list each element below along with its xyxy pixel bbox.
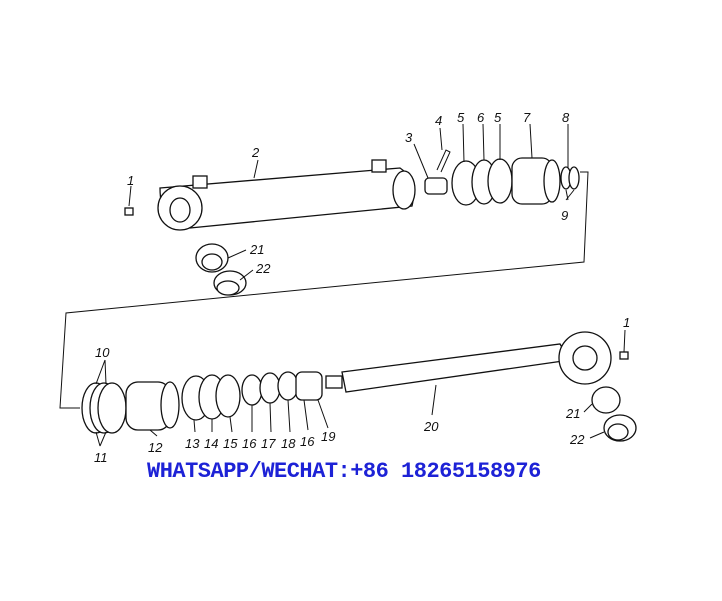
cotter-pin-4 bbox=[436, 149, 451, 173]
contact-watermark: WHATSAPP/WECHAT:+86 18265158976 bbox=[147, 459, 541, 484]
cylinder-barrel bbox=[157, 159, 416, 231]
callout-14: 14 bbox=[204, 436, 218, 451]
callout-20: 20 bbox=[423, 419, 439, 434]
rings-13-14-15 bbox=[181, 374, 241, 421]
bushing-22-bottom bbox=[603, 414, 637, 442]
bushing-22-top bbox=[213, 270, 247, 296]
callout-6: 6 bbox=[477, 110, 485, 125]
callout-15: 15 bbox=[223, 436, 238, 451]
callout-22: 22 bbox=[569, 432, 585, 447]
callout-4: 4 bbox=[435, 113, 442, 128]
callout-8: 8 bbox=[562, 110, 570, 125]
callout-5: 5 bbox=[457, 110, 465, 125]
callout-5: 5 bbox=[494, 110, 502, 125]
callout-16: 16 bbox=[300, 434, 315, 449]
callout-16: 16 bbox=[242, 436, 257, 451]
callout-21: 21 bbox=[565, 406, 580, 421]
gland-7 bbox=[511, 157, 561, 205]
callout-22: 22 bbox=[255, 261, 271, 276]
callout-2: 2 bbox=[251, 145, 260, 160]
bushing-21-top bbox=[195, 243, 229, 273]
rod-guide-3 bbox=[424, 177, 448, 195]
piston-12 bbox=[125, 381, 180, 431]
callout-10: 10 bbox=[95, 345, 110, 360]
callout-7: 7 bbox=[523, 110, 531, 125]
callout-21: 21 bbox=[249, 242, 264, 257]
seals-5-6-5 bbox=[451, 158, 513, 206]
callout-1: 1 bbox=[127, 173, 134, 188]
leader-lines bbox=[95, 123, 626, 447]
callout-18: 18 bbox=[281, 436, 296, 451]
seal-rings-10-11 bbox=[81, 382, 127, 434]
rings-16-17-18-16-19 bbox=[241, 371, 323, 406]
callout-17: 17 bbox=[261, 436, 276, 451]
callout-11: 11 bbox=[94, 450, 108, 465]
assembly-connector-line bbox=[59, 171, 589, 409]
bushing-21-bottom bbox=[591, 386, 621, 414]
pin-1-top bbox=[124, 207, 134, 216]
callout-12: 12 bbox=[148, 440, 163, 455]
callout-13: 13 bbox=[185, 436, 200, 451]
callout-1: 1 bbox=[623, 315, 630, 330]
rings-8-9 bbox=[560, 166, 580, 190]
piston-rod-20 bbox=[325, 331, 612, 393]
callout-19: 19 bbox=[321, 429, 335, 444]
callout-9: 9 bbox=[561, 208, 568, 223]
callout-3: 3 bbox=[405, 130, 413, 145]
pin-1-bottom bbox=[619, 351, 629, 360]
